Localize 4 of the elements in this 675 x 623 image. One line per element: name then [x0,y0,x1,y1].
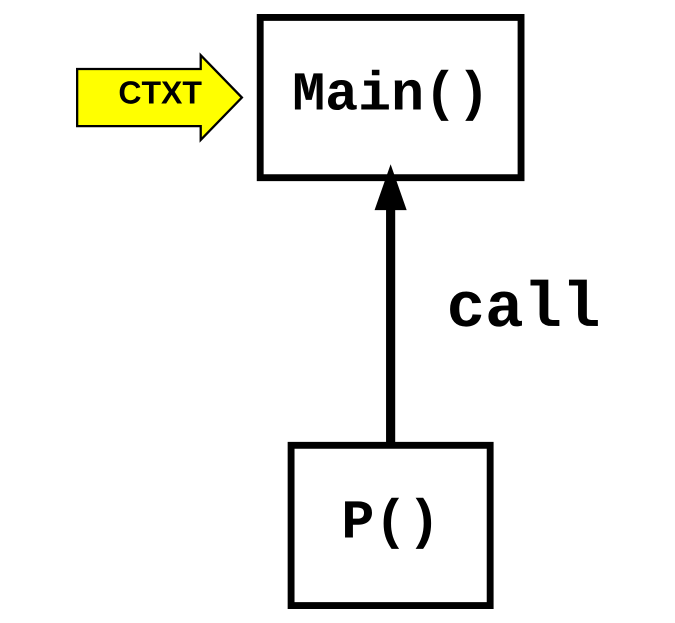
node-box: P() [287,442,494,609]
node-box: Main() [256,14,524,182]
arrow [374,164,406,445]
edge-label: call [446,274,600,346]
